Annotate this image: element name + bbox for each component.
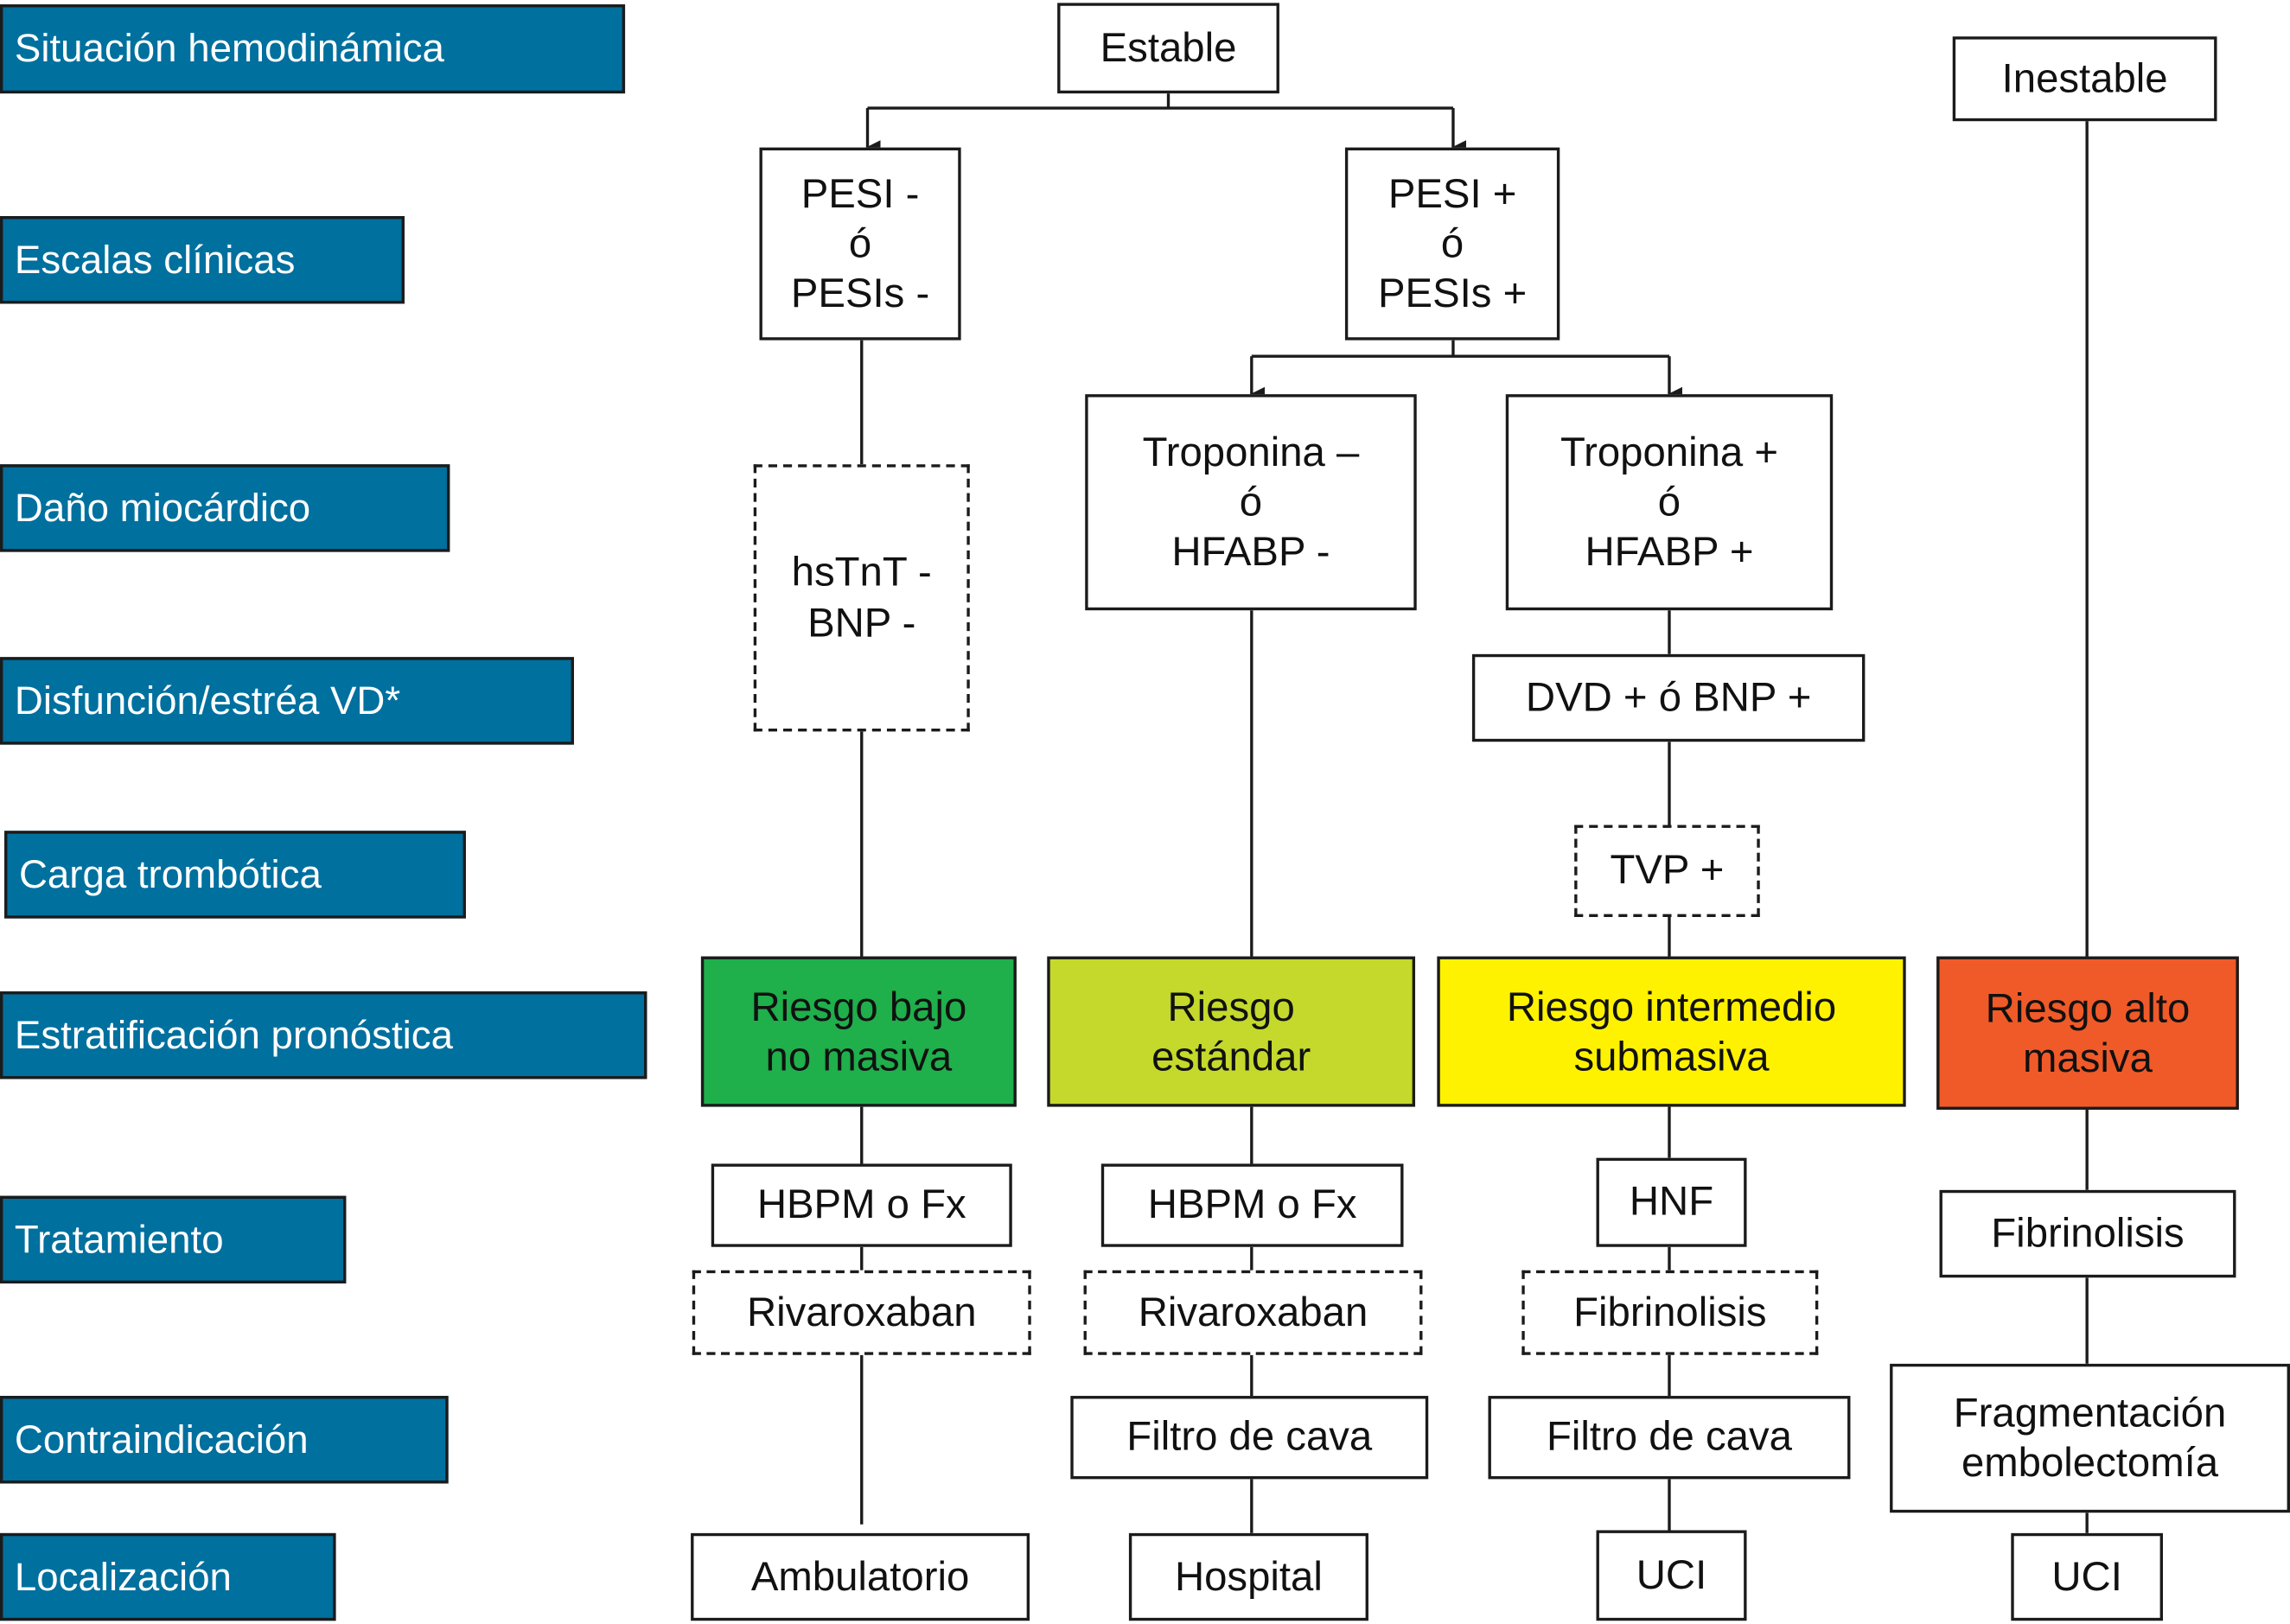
treatment-std-alt-text: Rivaroxaban — [1138, 1289, 1368, 1334]
pesi-negative-line-1: PESI - — [801, 170, 920, 216]
treatment-low-main-node: HBPM o Fx — [711, 1163, 1012, 1247]
treatment-int-alt-text: Fibrinolisis — [1573, 1289, 1767, 1334]
contraindication-std-text: Filtro de cava — [1126, 1414, 1373, 1460]
treatment-high-text: Fibrinolisis — [1991, 1210, 2185, 1256]
unstable-node: Inestable — [1952, 36, 2217, 122]
bnp-negative-text: BNP - — [807, 599, 916, 645]
risk-standard-line-1: Riesgo — [1167, 984, 1295, 1029]
treatment-int-alt-node: Fibrinolisis — [1521, 1270, 1819, 1355]
row-label-contraindication: Contraindicación — [0, 1396, 449, 1484]
stable-text: Estable — [1100, 24, 1237, 70]
pesi-positive-line-1: PESI + — [1387, 170, 1517, 216]
row-label-hemodynamic: Situación hemodinámica — [0, 4, 626, 94]
row-label-location: Localización — [0, 1532, 336, 1621]
pesi-positive-line-3: PESIs + — [1378, 270, 1528, 316]
troponin-negative-line-3: HFABP - — [1171, 528, 1330, 575]
treatment-low-main-text: HBPM o Fx — [756, 1181, 966, 1227]
risk-high-line-1: Riesgo alto — [1985, 985, 2191, 1031]
location-std-node: Hospital — [1128, 1532, 1368, 1621]
row-label-treatment: Tratamiento — [0, 1195, 347, 1283]
treatment-std-main-text: HBPM o Fx — [1147, 1181, 1357, 1227]
location-high-node: UCI — [2011, 1532, 2164, 1621]
pesi-negative-line-3: PESIs - — [790, 270, 930, 316]
contraindication-std-node: Filtro de cava — [1070, 1396, 1429, 1480]
risk-standard-node: Riesgo estándar — [1047, 956, 1416, 1107]
hstnt-negative-text: hsTnT - — [791, 549, 932, 595]
risk-high-node: Riesgo alto masiva — [1936, 956, 2239, 1110]
risk-low-node: Riesgo bajo no masiva — [700, 956, 1017, 1107]
troponin-positive-node: Troponina + ó HFABP + — [1505, 394, 1834, 611]
contraindication-high-node: Fragmentación embolectomía — [1890, 1363, 2290, 1513]
treatment-high-node: Fibrinolisis — [1939, 1189, 2236, 1278]
location-low-text: Ambulatorio — [750, 1553, 970, 1599]
contraindication-high-line-1: Fragmentación — [1953, 1390, 2227, 1436]
risk-low-line-2: no masiva — [765, 1033, 953, 1079]
risk-standard-line-2: estándar — [1151, 1033, 1311, 1079]
hstnt-bnp-negative-node: hsTnT - BNP - — [753, 464, 970, 732]
location-int-text: UCI — [1636, 1551, 1707, 1598]
risk-intermediate-line-2: submasiva — [1573, 1033, 1770, 1079]
treatment-std-main-node: HBPM o Fx — [1100, 1163, 1404, 1247]
row-label-myocardial-damage: Daño miocárdico — [0, 464, 450, 552]
contraindication-high-line-2: embolectomía — [1961, 1439, 2219, 1486]
rv-dysfunction-node: DVD + ó BNP + — [1471, 653, 1866, 742]
risk-intermediate-node: Riesgo intermedio submasiva — [1437, 956, 1906, 1107]
rv-dysfunction-text: DVD + ó BNP + — [1525, 674, 1812, 720]
troponin-negative-node: Troponina – ó HFABP - — [1085, 394, 1417, 611]
treatment-int-main-text: HNF — [1629, 1179, 1714, 1225]
pesi-negative-node: PESI - ó PESIs - — [759, 147, 961, 341]
location-std-text: Hospital — [1174, 1553, 1323, 1599]
troponin-positive-line-1: Troponina + — [1560, 429, 1779, 474]
treatment-int-main-node: HNF — [1596, 1157, 1747, 1247]
troponin-negative-line-1: Troponina – — [1142, 429, 1360, 474]
row-label-rv-dysfunction: Disfunción/estréa VD* — [0, 657, 574, 745]
pesi-positive-node: PESI + ó PESIs + — [1344, 147, 1560, 341]
contraindication-int-node: Filtro de cava — [1488, 1396, 1851, 1480]
row-label-clinical-scales: Escalas clínicas — [0, 216, 405, 304]
troponin-positive-line-3: HFABP + — [1585, 528, 1754, 575]
troponin-negative-line-2: ó — [1239, 478, 1263, 525]
troponin-positive-line-2: ó — [1657, 478, 1681, 525]
location-low-node: Ambulatorio — [691, 1532, 1030, 1621]
contraindication-int-text: Filtro de cava — [1546, 1414, 1792, 1460]
risk-intermediate-line-1: Riesgo intermedio — [1506, 984, 1837, 1029]
pesi-negative-line-2: ó — [848, 220, 872, 266]
location-int-node: UCI — [1596, 1530, 1747, 1621]
dvt-node: TVP + — [1574, 825, 1760, 917]
risk-low-line-1: Riesgo bajo — [750, 984, 967, 1029]
unstable-text: Inestable — [2001, 55, 2168, 101]
pesi-positive-line-2: ó — [1440, 220, 1464, 266]
treatment-std-alt-node: Rivaroxaban — [1083, 1270, 1423, 1355]
row-label-thrombotic-load: Carga trombótica — [4, 831, 466, 919]
treatment-low-alt-node: Rivaroxaban — [692, 1270, 1031, 1355]
dvt-text: TVP + — [1610, 847, 1725, 893]
row-label-prognostic-stratification: Estratificación pronóstica — [0, 991, 647, 1079]
treatment-low-alt-text: Rivaroxaban — [746, 1289, 977, 1334]
location-high-text: UCI — [2051, 1553, 2122, 1599]
stable-node: Estable — [1057, 3, 1279, 94]
risk-high-line-2: masiva — [2023, 1034, 2153, 1080]
